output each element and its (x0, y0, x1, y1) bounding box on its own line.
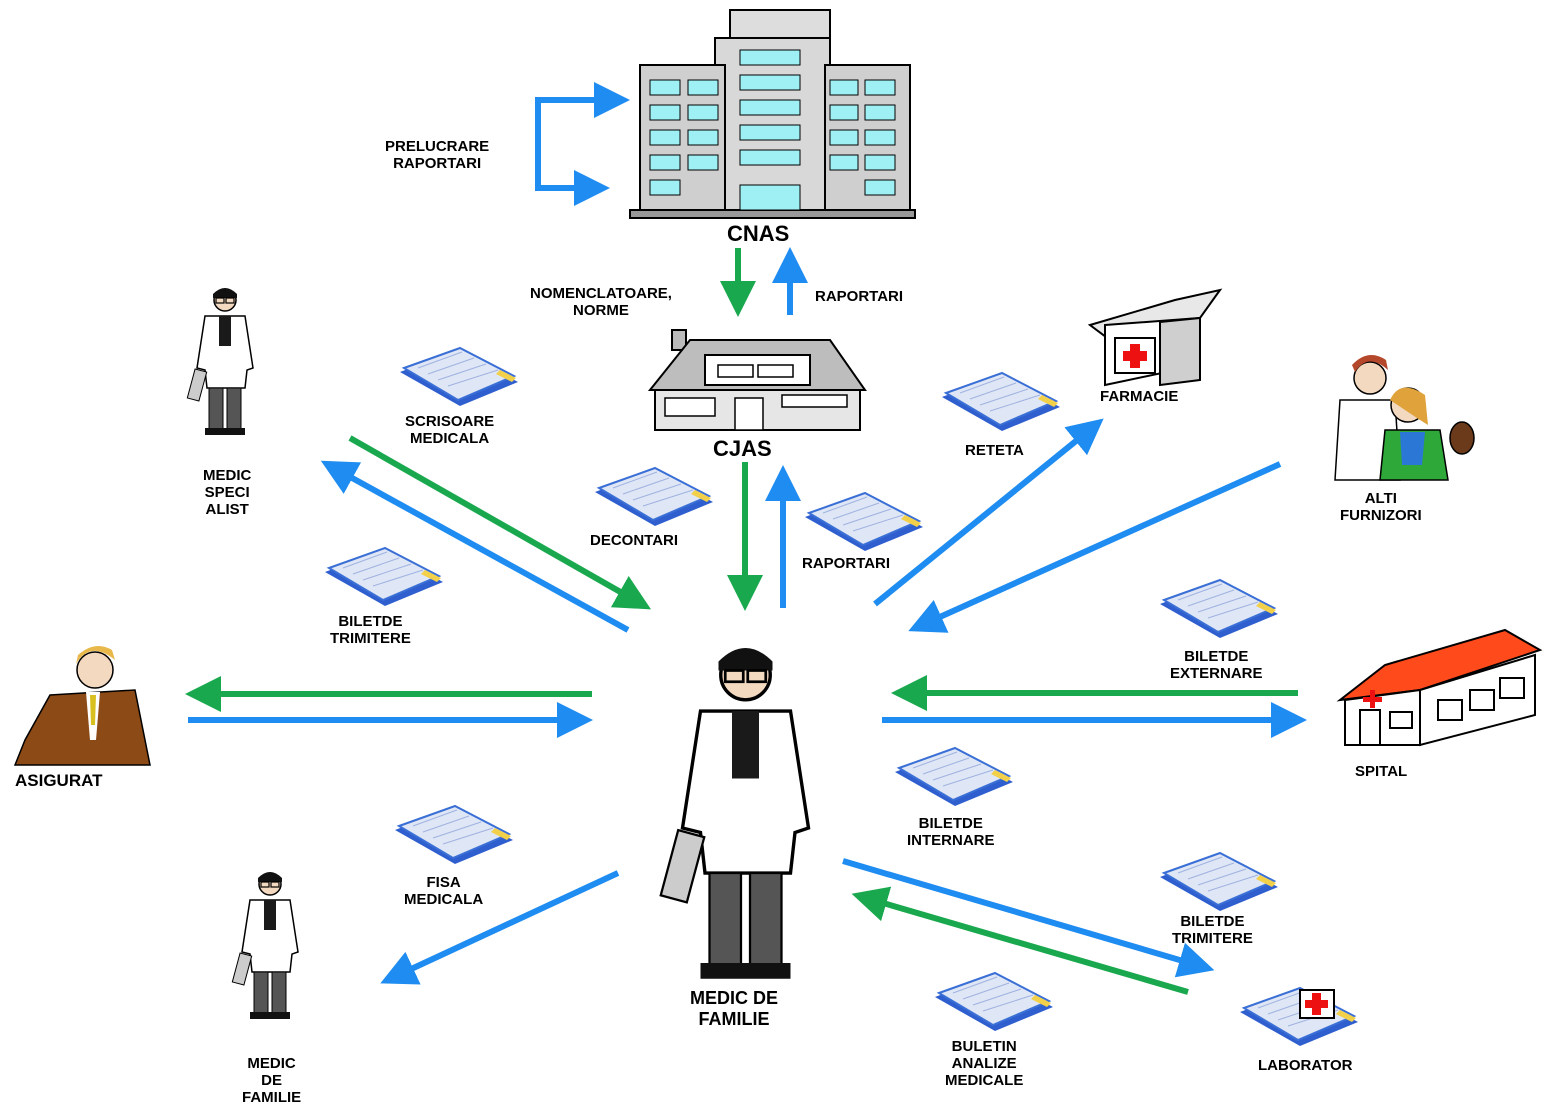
label-spital: SPITAL (1355, 763, 1408, 780)
cnas-building-icon (629, 9, 916, 219)
bilet-trimitere-left-document-icon (324, 547, 444, 607)
medic-specialist-doctor-icon (186, 287, 254, 436)
label-raportari-mid: RAPORTARI (802, 555, 891, 572)
label-laborator: LABORATOR (1258, 1057, 1353, 1074)
bilet-trimitere-right-document-icon (1159, 852, 1279, 912)
arrow-medic-to-farmacie (873, 418, 1104, 607)
label-decontari: DECONTARI (590, 532, 679, 549)
arrow-medic-to-medic-familie (380, 870, 620, 985)
label-raportari-top: RAPORTARI (815, 288, 904, 305)
buletin-analize-document-icon (934, 972, 1054, 1032)
cjas-house-icon (647, 329, 867, 431)
asigurat-person-icon (13, 646, 151, 766)
raportari-document-icon (804, 492, 924, 552)
medic-familie-center-doctor-icon (659, 646, 811, 981)
label-reteta: RETETA (965, 442, 1024, 459)
decontari-document-icon (594, 467, 714, 527)
arrow-laborator-to-medic (851, 886, 1189, 995)
label-nomenclatoare-norme: NOMENCLATOARE,NORME (530, 285, 672, 319)
bilet-internare-document-icon (894, 747, 1014, 807)
label-asigurat: ASIGURAT (15, 771, 103, 790)
farmacie-box-icon (1087, 288, 1223, 387)
label-cjas: CJAS (713, 436, 772, 461)
label-cnas: CNAS (727, 221, 790, 246)
scrisoare-medicala-document-icon (399, 347, 519, 407)
arrow-furnizori-to-medic (908, 461, 1282, 633)
spital-hospital-icon (1336, 628, 1543, 747)
medic-familie-doctor-icon (231, 871, 299, 1020)
alti-furnizori-people-icon (1334, 355, 1475, 481)
bilet-externare-document-icon (1159, 579, 1279, 639)
arrow-medic-to-specialist (320, 460, 630, 633)
arrow-medic-to-laborator (842, 858, 1215, 978)
laborator-document-icon (1239, 987, 1359, 1047)
reteta-document-icon (941, 372, 1061, 432)
fisa-medicala-document-icon (394, 805, 514, 865)
arrow-specialist-to-medic (348, 435, 652, 610)
prelucrare-loop-arrow (535, 97, 610, 206)
label-farmacie: FARMACIE (1100, 388, 1179, 405)
